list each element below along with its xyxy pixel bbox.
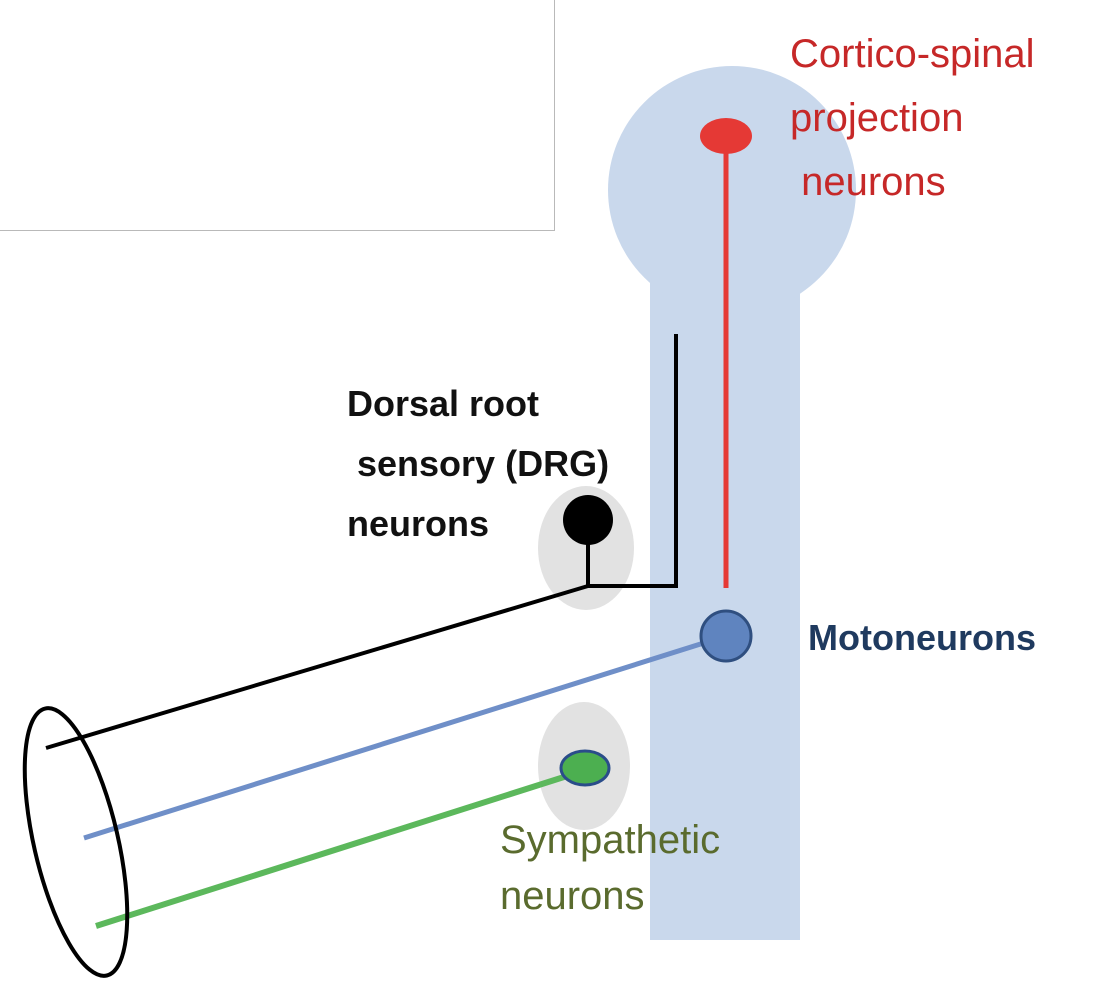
motoneurons-label: Motoneurons <box>808 617 1036 658</box>
corticospinal-label: Cortico-spinal projection neurons <box>790 32 1035 204</box>
drg-central-axon <box>588 334 678 588</box>
corticospinal-soma <box>700 118 752 154</box>
motoneuron-soma <box>699 609 753 663</box>
brain-bulb <box>608 66 856 314</box>
motoneuron-axon <box>83 633 727 841</box>
drg-peripheral-axon <box>45 584 589 750</box>
blank-panel <box>0 0 555 231</box>
drg-label: Dorsal root sensory (DRG) neurons <box>347 383 610 544</box>
sympathetic-axon <box>95 767 587 929</box>
drg-soma <box>563 495 613 545</box>
target-tissue-ellipse <box>22 706 130 978</box>
sympathetic-soma <box>559 749 611 787</box>
sympathetic-label: Sympathetic neurons <box>500 818 721 918</box>
